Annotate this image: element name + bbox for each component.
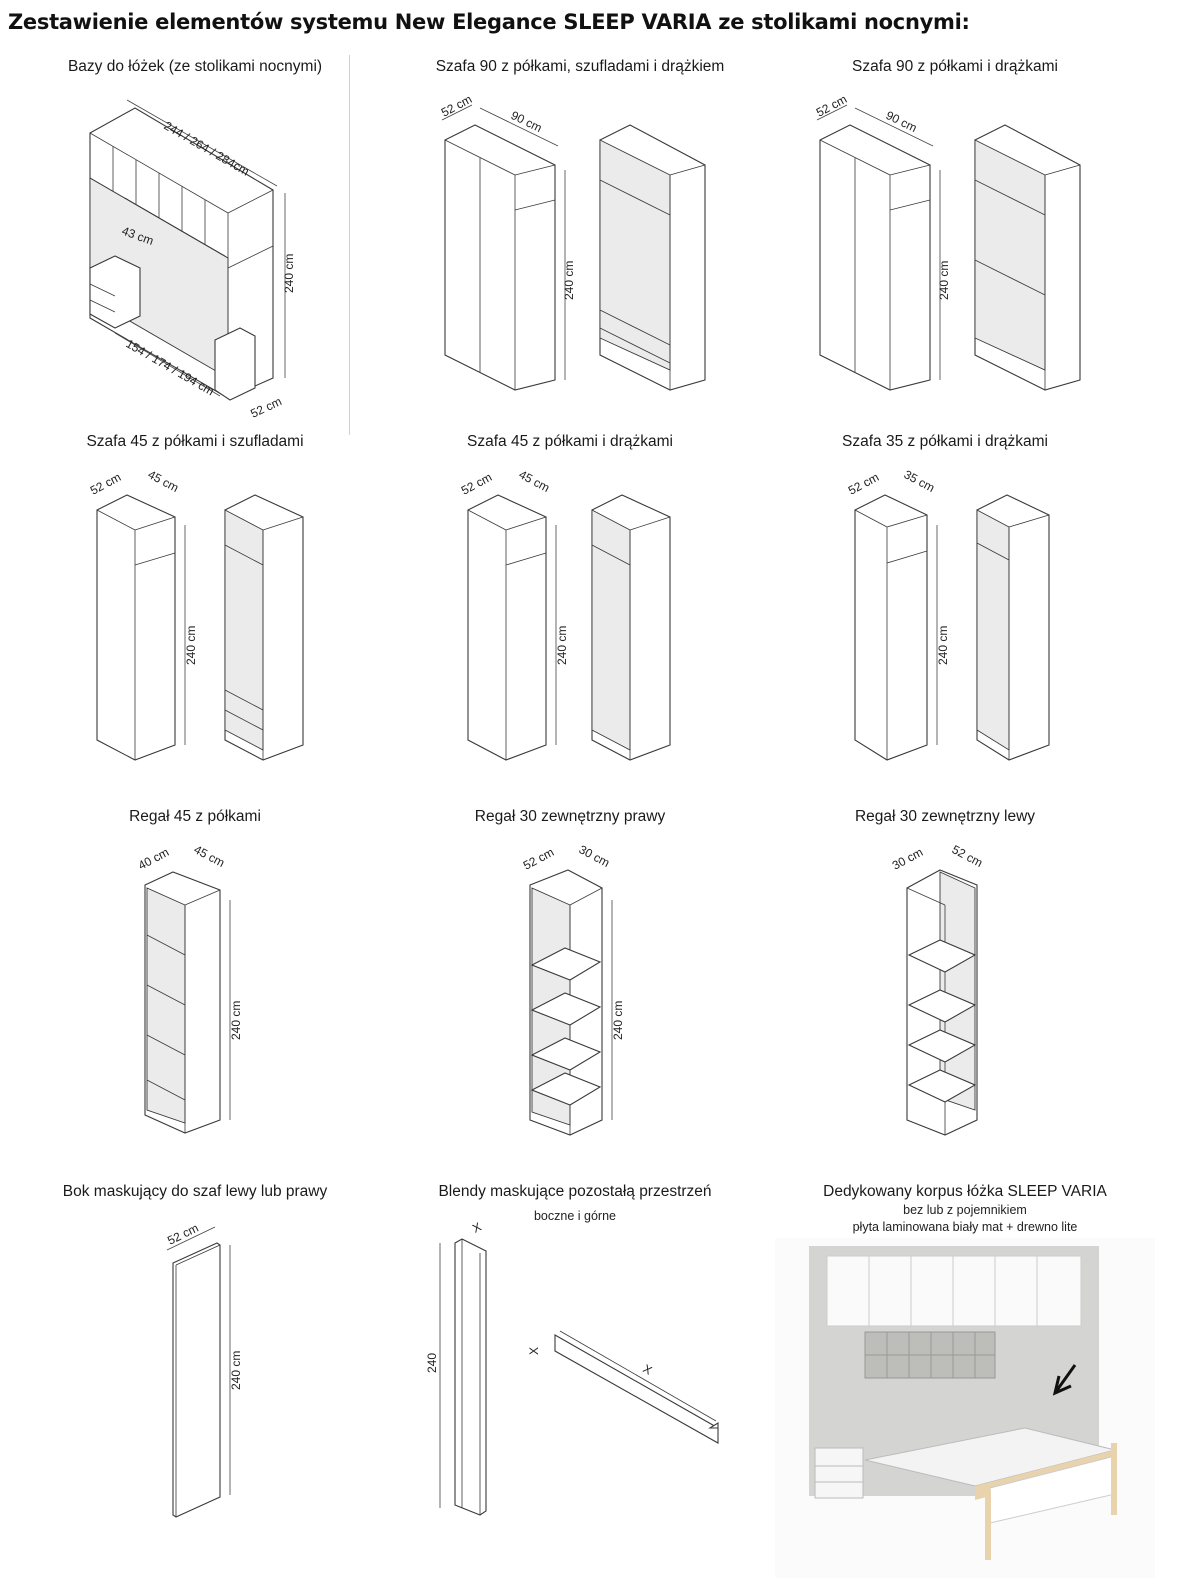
bed-frame-photo [775,1238,1155,1578]
dim-x-length: X [641,1361,655,1377]
dim-width: 45 cm [146,467,181,495]
dim-width: 35 cm [902,467,937,495]
wardrobe-45-rails-drawing: 52 cm 45 cm 240 cm [459,467,671,761]
item-bed-bases: Bazy do łóżek (ze stolikami nocnymi) 244… [45,58,345,428]
item-caption: Dedykowany korpus łóżka SLEEP VARIA [823,1183,1107,1200]
dim-width: 45 cm [192,842,227,870]
item-subtitle: bez lub z pojemnikiem [903,1203,1027,1217]
item-caption: Bazy do łóżek (ze stolikami nocnymi) [67,58,323,75]
item-caption: Blendy maskujące pozostałą przestrzeń [438,1183,712,1200]
item-wardrobe-45-drawers: Szafa 45 z półkami i szufladami 52 cm 45… [45,433,345,778]
wardrobe-45-drawing: 52 cm 45 cm 240 cm [88,467,304,761]
item-caption: Szafa 45 z półkami i szufladami [86,433,304,450]
masking-side-drawing: 52 cm 240 cm [165,1221,243,1518]
item-subtitle: boczne i górne [533,1209,616,1223]
dim-depth: 30 cm [890,845,925,873]
dim-width: 52 cm [950,842,985,870]
dim-width: 30 cm [577,842,612,870]
page-title: Zestawienie elementów systemu New Elegan… [8,10,970,34]
dim-height: 240 cm [229,1351,243,1390]
dim-depth: 52 cm [846,470,881,498]
dim-height: 240 cm [229,1001,243,1040]
dim-depth: 52 cm [439,92,474,120]
item-caption: Regał 30 zewnętrzny prawy [474,808,666,825]
dim-depth: 52 cm [88,470,123,498]
dim-height: 240 cm [184,626,198,665]
dim-height: 240 cm [936,626,950,665]
shelf-45-drawing: 40 cm 45 cm 240 cm [136,842,243,1134]
item-wardrobe-35-rails: Szafa 35 z półkami i drążkami 52 cm 35 c… [795,433,1095,778]
wardrobe-90-rails-drawing: 52 cm 90 cm 240 cm [814,92,1081,391]
item-caption: Bok maskujący do szaf lewy lub prawy [62,1183,328,1200]
wardrobe-35-drawing: 52 cm 35 cm 240 cm [846,467,1050,761]
item-caption: Szafa 45 z półkami i drążkami [467,433,673,450]
item-wardrobe-45-rails: Szafa 45 z półkami i drążkami 52 cm 45 c… [420,433,720,778]
dim-height: 240 cm [282,254,296,293]
item-subtitle-2: płyta laminowana biały mat + drewno lite [852,1220,1078,1234]
item-shelf-30-left: Regał 30 zewnętrzny lewy 30 cm 52 cm [795,808,1095,1148]
shelf-30-left-drawing: 30 cm 52 cm [890,842,985,1136]
dim-x-top: X [527,1347,541,1355]
item-wardrobe-90-rails: Szafa 90 z półkami i drążkami 52 cm 90 c… [805,58,1105,408]
item-bed-frame: Dedykowany korpus łóżka SLEEP VARIA bez … [775,1183,1155,1578]
dim-depth: 52 cm [459,470,494,498]
item-masking-blends: Blendy maskujące pozostałą przestrzeń bo… [420,1183,730,1563]
dim-height: 240 [425,1353,439,1373]
item-shelf-45: Regał 45 z półkami 40 cm 45 cm 240 cm [45,808,345,1148]
item-wardrobe-90-drawers: Szafa 90 z półkami, szufladami i drążkie… [430,58,730,408]
wardrobe-90-drawing: 52 cm 90 cm 240 cm [439,92,706,391]
dim-height: 240 cm [937,261,951,300]
dim-depth: 52 cm [521,845,556,873]
column-divider [349,55,350,435]
item-caption: Regał 30 zewnętrzny lewy [854,808,1036,825]
masking-blends-drawing: 240 X X X [425,1220,719,1516]
item-shelf-30-right: Regał 30 zewnętrzny prawy 52 cm 30 cm 24… [420,808,720,1148]
dim-height: 240 cm [562,261,576,300]
item-caption: Szafa 90 z półkami, szufladami i drążkie… [435,58,725,75]
dim-depth: 52 cm [165,1221,201,1248]
dim-depth: 52 cm [248,394,284,421]
item-masking-side: Bok maskujący do szaf lewy lub prawy 52 … [45,1183,345,1563]
bed-base-drawing: 244 / 264 / 284cm 240 cm 43 cm 154 / 174… [89,99,296,421]
item-caption: Szafa 90 z półkami i drążkami [852,58,1058,75]
dim-height: 240 cm [611,1001,625,1040]
item-caption: Szafa 35 z półkami i drążkami [842,433,1048,450]
dim-depth: 40 cm [136,845,171,873]
dim-height: 240 cm [555,626,569,665]
dim-width: 45 cm [517,467,552,495]
dim-depth: 52 cm [814,92,849,120]
shelf-30-right-drawing: 52 cm 30 cm 240 cm [521,842,625,1136]
item-caption: Regał 45 z półkami [129,808,261,825]
